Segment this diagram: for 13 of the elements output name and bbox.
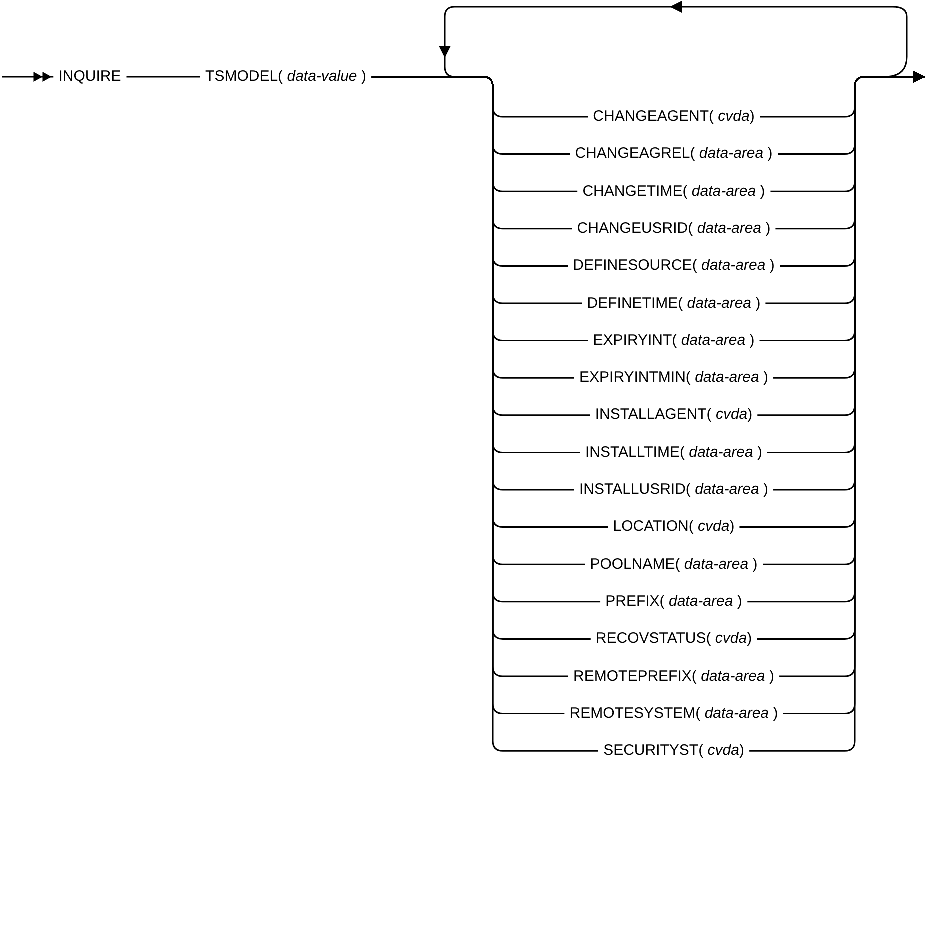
option-keyword: POOLNAME( data-area ) bbox=[585, 556, 763, 574]
option-keyword: INSTALLUSRID( data-area ) bbox=[574, 481, 774, 499]
command-keyword: TSMODEL( data-value ) bbox=[200, 68, 372, 86]
connector-line bbox=[126, 76, 201, 78]
option-keyword: PREFIX( data-area ) bbox=[600, 592, 748, 611]
option-keyword: REMOTEPREFIX( data-area ) bbox=[568, 668, 780, 686]
option-keyword: EXPIRYINTMIN( data-area ) bbox=[574, 369, 774, 388]
option-keyword: CHANGEAGREL( data-area ) bbox=[570, 145, 778, 164]
option-keyword: SECURITYST( cvda) bbox=[598, 742, 750, 760]
option-keyword: CHANGEAGENT( cvda) bbox=[588, 108, 760, 126]
option-keyword: CHANGETIME( data-area ) bbox=[578, 182, 770, 201]
option-keyword: DEFINESOURCE( data-area ) bbox=[568, 257, 780, 276]
command-keyword: INQUIRE bbox=[54, 68, 126, 86]
